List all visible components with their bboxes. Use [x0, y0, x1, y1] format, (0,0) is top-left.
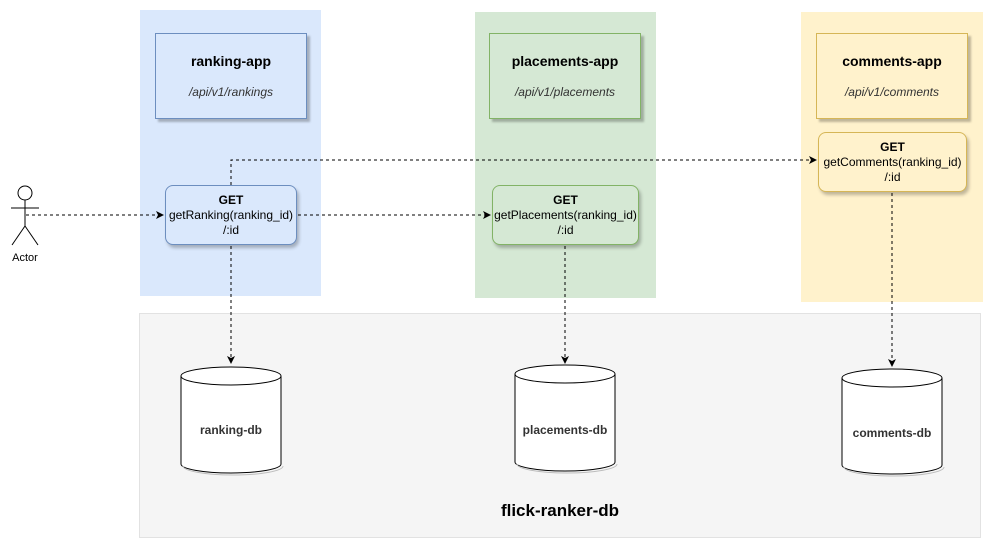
- actor-label: Actor: [12, 252, 38, 264]
- endpoint-method: GET: [553, 193, 578, 207]
- app-path: /api/v1/comments: [844, 85, 940, 99]
- endpoint-function: getRanking(ranking_id): [168, 208, 294, 222]
- database-group-title: flick-ranker-db: [500, 501, 620, 520]
- actor-icon: [11, 185, 39, 246]
- ranking-to-comments-arrow: [230, 156, 817, 185]
- ranking-db-cylinder: [180, 366, 284, 476]
- ranking-db-label: ranking-db: [200, 423, 262, 437]
- app-path: /api/v1/placements: [514, 85, 616, 99]
- comments-app-box: comments-app /api/v1/comments: [816, 33, 968, 119]
- placements-db-cylinder: [514, 364, 618, 474]
- app-title: comments-app: [842, 53, 942, 69]
- comments-db-label: comments-db: [852, 426, 932, 440]
- app-title: placements-app: [511, 53, 619, 69]
- endpoint-route: /:id: [884, 170, 901, 184]
- get-placements-endpoint: GET getPlacements(ranking_id) /:id: [492, 185, 639, 245]
- get-ranking-endpoint: GET getRanking(ranking_id) /:id: [165, 185, 297, 245]
- placements-db-label: placements-db: [522, 423, 608, 437]
- ranking-app-box: ranking-app /api/v1/rankings: [155, 33, 307, 119]
- endpoint-method: GET: [218, 193, 244, 207]
- app-title: ranking-app: [190, 53, 272, 69]
- comments-db-cylinder: [841, 368, 945, 477]
- endpoint-route: /:id: [557, 223, 574, 237]
- endpoint-function: getComments(ranking_id): [823, 155, 962, 169]
- placements-app-box: placements-app /api/v1/placements: [489, 33, 641, 119]
- endpoint-method: GET: [880, 140, 905, 154]
- get-comments-endpoint: GET getComments(ranking_id) /:id: [818, 132, 967, 192]
- app-path: /api/v1/rankings: [188, 85, 274, 99]
- endpoint-route: /:id: [222, 223, 239, 237]
- endpoint-function: getPlacements(ranking_id): [494, 208, 637, 222]
